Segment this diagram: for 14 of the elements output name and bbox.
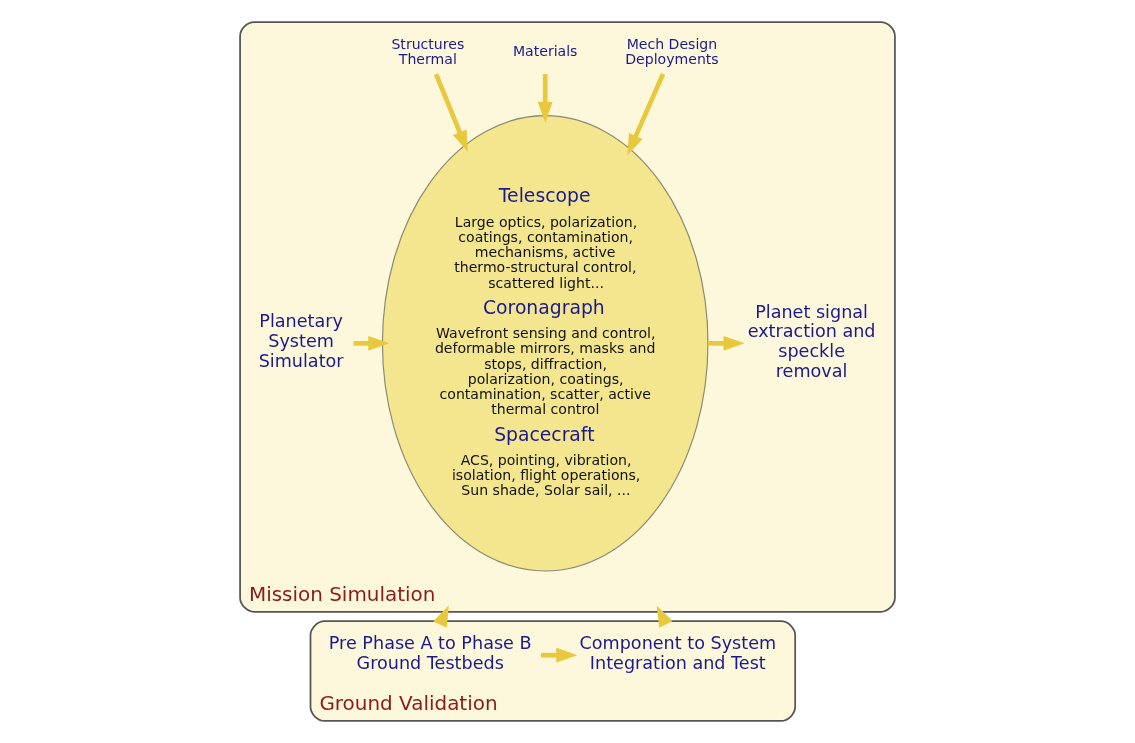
node-text: Planet signal extraction and speckle removal	[747, 301, 876, 382]
arrow	[433, 73, 468, 152]
node-text: Planetary System Simulator	[258, 311, 344, 372]
arrow	[537, 74, 553, 123]
node-ellipse: Telescope Large optics, polarization, coatings, contamination, mechanisms, active thermo-structural control, scattered light... Coronagraph Wavefront sensing and control, deformable mirrors, masks and stops, diffraction, polarization, coatings, contamination, scatter, active thermal control Spacecraft ACS, pointing, vibration, isolation, flight operations, Sun shade, Solar sail, ...	[381, 115, 709, 572]
node-text: Materials	[512, 43, 578, 60]
arrow	[353, 335, 390, 351]
arrow	[627, 73, 666, 156]
node-text: Structures Thermal	[391, 35, 465, 67]
node-text: Pre Phase A to Phase B Ground Testbeds	[328, 633, 532, 674]
arrow	[540, 647, 578, 663]
arrow	[708, 335, 745, 351]
node-text: Mech Design Deployments	[625, 35, 719, 67]
node-text: Component to System Integration and Test	[579, 633, 777, 674]
